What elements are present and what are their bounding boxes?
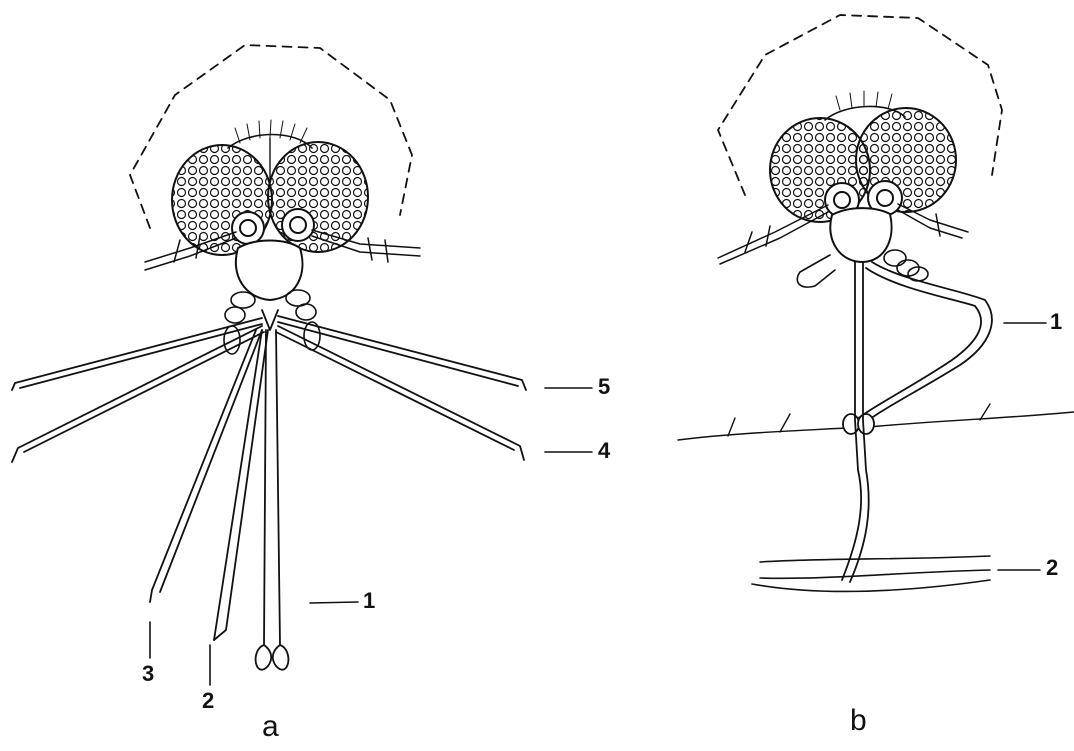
panel-a-head-bristles [235, 120, 307, 143]
panel-a-part-3-stylet [150, 330, 262, 602]
panel-a-label-4: 4 [598, 440, 610, 462]
panel-b-blood-vessel [752, 556, 990, 592]
panel-a-mouthparts-spread [12, 45, 592, 685]
panel-b-caption: b [850, 706, 867, 736]
panel-a-part-1-proboscis [256, 310, 289, 670]
panel-b-feeding [678, 15, 1074, 592]
panel-a-caption: a [262, 712, 279, 742]
panel-a-label-2: 2 [202, 690, 214, 712]
panel-b-leader-lines [998, 323, 1046, 570]
panel-b-skin-surface [678, 404, 1074, 440]
panel-a-leader-lines [150, 388, 592, 685]
panel-a-label-1: 1 [363, 590, 375, 612]
panel-b-part-1-labium [843, 262, 992, 434]
panel-a-part-4-maxillae [12, 326, 524, 462]
panel-a-part-2-stylet [214, 330, 268, 640]
panel-b-compound-eyes [770, 106, 956, 222]
panel-a-compound-eyes [172, 135, 368, 256]
panel-b-label-1: 1 [1050, 311, 1062, 333]
panel-a-label-5: 5 [598, 376, 610, 398]
panel-a-label-3: 3 [142, 663, 154, 685]
panel-b-label-2: 2 [1046, 557, 1058, 579]
panel-b-clypeus [830, 208, 891, 262]
